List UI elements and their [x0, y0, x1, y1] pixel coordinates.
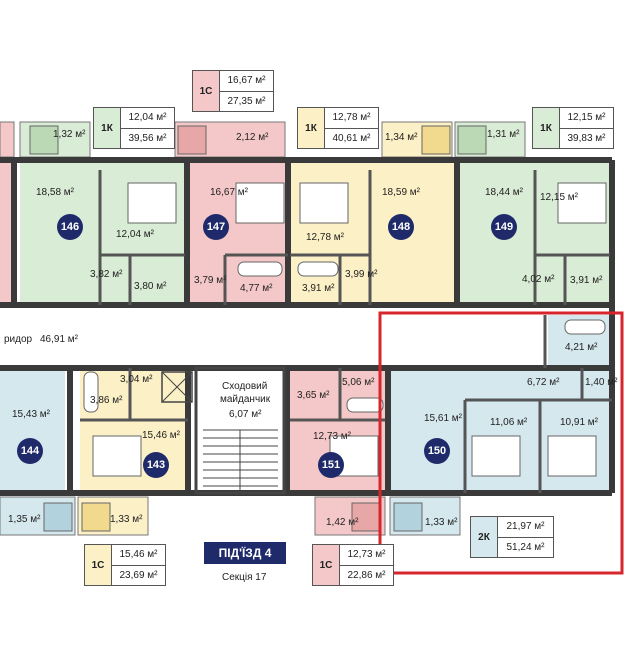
apt-149-badge: 149: [491, 214, 517, 240]
apt-143-room-2: 3,04 м²: [120, 374, 153, 385]
apt-144-balcony: 1,35 м²: [8, 514, 41, 525]
card-type: 1К: [298, 108, 325, 148]
apartment-card[interactable]: 2К 21,97 м² 51,24 м²: [470, 516, 554, 558]
apt-143-room-1: 15,46 м²: [142, 430, 181, 441]
stairs-line-2: майданчик: [220, 394, 271, 405]
apt-146-room-1: 18,58 м²: [36, 187, 75, 198]
section-label: Секція 17: [222, 572, 267, 583]
card-living-area: 12,15 м²: [560, 108, 613, 129]
apt-149-balcony: 1,31 м²: [487, 129, 520, 140]
apt-143-balcony: 1,33 м²: [110, 514, 143, 525]
apartment-card[interactable]: 1К 12,78 м² 40,61 м²: [297, 107, 379, 149]
apt-150-room-3: 10,91 м²: [560, 417, 599, 428]
apt-151-balcony: 1,42 м²: [326, 517, 359, 528]
apt-148-balcony: 1,34 м²: [385, 132, 418, 143]
card-total-area: 51,24 м²: [506, 541, 545, 553]
apt-148-room-3: 3,91 м²: [302, 283, 335, 294]
apt-146-room-4: 3,80 м²: [134, 281, 167, 292]
apt-149-room-2: 12,15 м²: [540, 192, 579, 203]
entrance-title: ПІД'ЇЗД 4: [204, 542, 286, 564]
apt-146-badge: 146: [57, 214, 83, 240]
card-total-area: 40,61 м²: [332, 132, 371, 144]
card-type: 1К: [533, 108, 560, 148]
stairs-area: 6,07 м²: [229, 409, 262, 420]
highlight-frame: [378, 311, 624, 575]
apt-148-room-2: 18,59 м²: [382, 187, 421, 198]
apt-151-room-1: 12,73 м²: [313, 431, 352, 442]
apt-151-badge: 151: [318, 452, 344, 478]
card-total-area: 27,35 м²: [227, 95, 266, 107]
apt-150-badge: 150: [424, 438, 450, 464]
apt-148-room-1: 12,78 м²: [306, 232, 345, 243]
apt-148-badge: 148: [388, 214, 414, 240]
apt-146-room-2: 12,04 м²: [116, 229, 155, 240]
apt-150-room-1: 15,61 м²: [424, 413, 463, 424]
apt-146-balcony: 1,32 м²: [53, 129, 86, 140]
card-living-area: 21,97 м²: [498, 517, 553, 538]
card-type: 1С: [193, 71, 220, 111]
apt-149-room-1: 18,44 м²: [485, 187, 524, 198]
walls: [0, 157, 615, 496]
apt-151-room-3: 3,65 м²: [297, 390, 330, 401]
apt-150-room-2: 11,06 м²: [490, 417, 528, 428]
apt-147-room-2: 3,79 м²: [194, 275, 227, 286]
apt-147-balcony: 2,12 м²: [236, 132, 269, 143]
card-total-area: 23,69 м²: [119, 569, 158, 581]
card-total-area: 39,83 м²: [567, 132, 606, 144]
card-living-area: 15,46 м²: [112, 545, 165, 566]
apartment-card[interactable]: 1С 15,46 м² 23,69 м²: [84, 544, 166, 586]
card-type: 1С: [313, 545, 340, 585]
apt-144-badge: 144: [17, 438, 43, 464]
stairs-line-1: Сходовий: [222, 381, 268, 392]
apt-143-room-3: 3,86 м²: [90, 395, 123, 406]
card-total-area: 39,56 м²: [128, 132, 167, 144]
apt-150-room-4: 6,72 м²: [527, 377, 560, 388]
apt-146-room-3: 3,82 м²: [90, 269, 123, 280]
card-type: 1К: [94, 108, 121, 148]
apartment-card[interactable]: 1С 16,67 м² 27,35 м²: [192, 70, 274, 112]
apt-148-room-4: 3,99 м²: [345, 269, 378, 280]
card-type: 1С: [85, 545, 112, 585]
apt-147-room-1: 16,67 м²: [210, 187, 249, 198]
card-living-area: 16,67 м²: [220, 71, 273, 92]
apt-147-badge: 147: [203, 214, 229, 240]
card-type: 2К: [471, 517, 498, 557]
apt-147-room-3: 4,77 м²: [240, 283, 273, 294]
apartment-card[interactable]: 1К 12,15 м² 39,83 м²: [532, 107, 614, 149]
apt-leftcut-fill: [0, 160, 14, 305]
apt-149-room-3: 4,02 м²: [522, 274, 555, 285]
card-living-area: 12,73 м²: [340, 545, 393, 566]
apt-144-fill: [0, 368, 65, 493]
corridor-area: 46,91 м²: [40, 334, 79, 345]
apartment-card[interactable]: 1С 12,73 м² 22,86 м²: [312, 544, 394, 586]
apt-144-room-1: 15,43 м²: [12, 409, 51, 420]
inner-walls: [80, 170, 612, 493]
balcony-leftcut: [0, 121, 15, 158]
stair-well: [161, 366, 286, 495]
apt-143-badge: 143: [143, 452, 169, 478]
hatch-marks: [29, 125, 487, 532]
apt-150-balcony: 1,33 м²: [425, 517, 458, 528]
apt-149-room-4: 3,91 м²: [570, 275, 603, 286]
card-living-area: 12,78 м²: [325, 108, 378, 129]
apt-151-room-2: 5,06 м²: [342, 377, 375, 388]
apt-150-room-6: 1,40 м²: [585, 377, 618, 388]
apt-150-room-5: 4,21 м²: [565, 342, 598, 353]
corridor-label: ридор: [4, 334, 33, 345]
card-living-area: 12,04 м²: [121, 108, 174, 129]
apartment-card[interactable]: 1К 12,04 м² 39,56 м²: [93, 107, 175, 149]
card-total-area: 22,86 м²: [347, 569, 386, 581]
